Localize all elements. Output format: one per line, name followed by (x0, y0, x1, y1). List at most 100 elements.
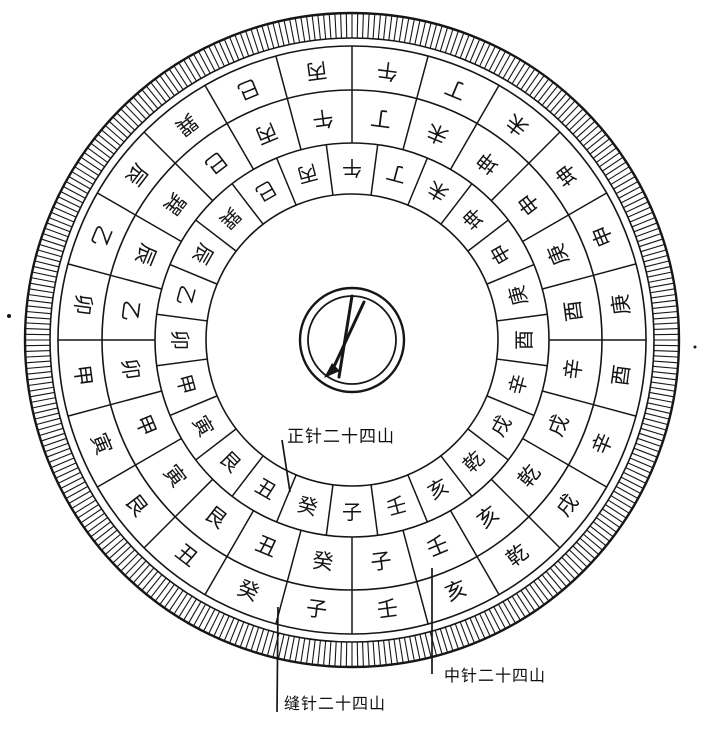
graduation-tick (637, 437, 662, 447)
graduation-tick (141, 89, 159, 110)
zhengzhen-inner-ring-sector-line (467, 219, 509, 252)
graduation-tick (53, 462, 77, 474)
stray-ink-dot (693, 345, 697, 349)
graduation-tick (647, 402, 672, 409)
zhengzhen-inner-ring-sector-line (370, 144, 379, 196)
graduation-tick (625, 467, 649, 479)
graduation-tick (42, 437, 67, 447)
graduation-tick (424, 632, 432, 658)
graduation-tick (653, 355, 679, 358)
fengzhen-outer-ring-sector-line (143, 516, 176, 549)
graduation-tick (87, 147, 109, 163)
graduation-tick (627, 462, 651, 474)
graduation-tick (652, 305, 678, 309)
graduation-tick (610, 171, 633, 185)
graduation-tick (25, 355, 51, 358)
graduation-tick (28, 386, 54, 392)
zhengzhen-inner-ring-sector-line (275, 474, 297, 523)
graduation-tick (97, 529, 118, 547)
fengzhen-outer-ring-sector-line (415, 55, 429, 99)
graduation-tick (549, 92, 567, 113)
graduation-tick (116, 549, 136, 568)
graduation-tick (459, 34, 470, 59)
graduation-tick (80, 156, 102, 172)
graduation-tick (592, 142, 614, 159)
graduation-tick (572, 116, 592, 135)
graduation-tick (145, 85, 163, 106)
graduation-tick (26, 371, 52, 375)
graduation-tick (48, 452, 73, 464)
graduation-tick (635, 227, 660, 238)
graduation-tick (647, 271, 672, 278)
graduation-tick (631, 452, 656, 464)
graduation-tick (372, 641, 376, 667)
graduation-tick (398, 16, 404, 42)
graduation-tick (582, 533, 603, 551)
graduation-tick (419, 21, 427, 46)
graduation-tick (283, 635, 290, 660)
graduation-tick (34, 412, 60, 420)
graduation-tick (516, 592, 531, 615)
graduation-tick (642, 249, 667, 258)
graduation-tick (553, 564, 572, 584)
zhongzhen-middle-ring-sector-line (286, 530, 302, 582)
graduation-tick (340, 641, 343, 667)
graduation-tick (652, 310, 678, 315)
graduation-tick (300, 16, 306, 42)
graduation-tick (90, 521, 112, 538)
graduation-tick (159, 75, 175, 97)
graduation-tick (454, 32, 465, 57)
label-fengzhen-24-mountains: 缝针二十四山 (284, 694, 387, 713)
graduation-tick (568, 549, 588, 568)
graduation-tick (377, 14, 382, 40)
graduation-tick (150, 81, 167, 103)
graduation-tick (141, 570, 159, 591)
zhengzhen-inner-ring-sector-line (496, 358, 548, 367)
graduation-tick (334, 13, 337, 39)
graduation-tick (388, 639, 393, 665)
graduation-tick (218, 41, 230, 65)
graduation-tick (497, 603, 512, 627)
graduation-tick (317, 640, 321, 666)
graduation-tick (74, 166, 97, 181)
graduation-tick (124, 556, 143, 576)
graduation-tick (511, 595, 526, 618)
graduation-tick (71, 171, 94, 185)
graduation-tick (414, 20, 421, 45)
graduation-tick (128, 560, 147, 580)
graduation-tick (44, 442, 69, 453)
zhengzhen-inner-ring-sector-line (156, 358, 208, 367)
graduation-tick (183, 598, 197, 621)
zhengzhen-inner-ring-sector-line (325, 484, 334, 536)
graduation-tick (213, 613, 225, 637)
hub-inner-circle (307, 295, 397, 385)
graduation-tick (557, 100, 576, 120)
fengzhen-outer-ring-sector-line (97, 192, 136, 216)
graduation-tick (620, 476, 644, 489)
graduation-tick (367, 641, 370, 667)
graduation-tick (639, 432, 664, 442)
graduation-tick (561, 104, 580, 124)
graduation-tick (208, 611, 221, 635)
graduation-tick (77, 161, 100, 176)
graduation-tick (648, 397, 674, 403)
graduation-tick (653, 316, 679, 320)
graduation-tick (245, 30, 255, 55)
graduation-tick (63, 185, 86, 199)
fengzhen-outer-ring-sector-line (568, 464, 607, 488)
graduation-tick (63, 481, 86, 495)
graduation-tick (25, 316, 51, 320)
graduation-tick (168, 590, 184, 612)
graduation-tick (644, 260, 670, 268)
zhongzhen-middle-ring-sector-line (522, 214, 569, 243)
graduation-tick (29, 282, 55, 289)
graduation-tick (541, 574, 559, 595)
graduation-tick (474, 615, 486, 639)
graduation-tick (615, 485, 639, 500)
graduation-tick (223, 38, 235, 63)
graduation-tick (328, 641, 332, 667)
zhengzhen-inner-ring-sector-line (440, 455, 473, 497)
graduation-tick (197, 606, 211, 629)
graduation-tick (541, 85, 559, 106)
